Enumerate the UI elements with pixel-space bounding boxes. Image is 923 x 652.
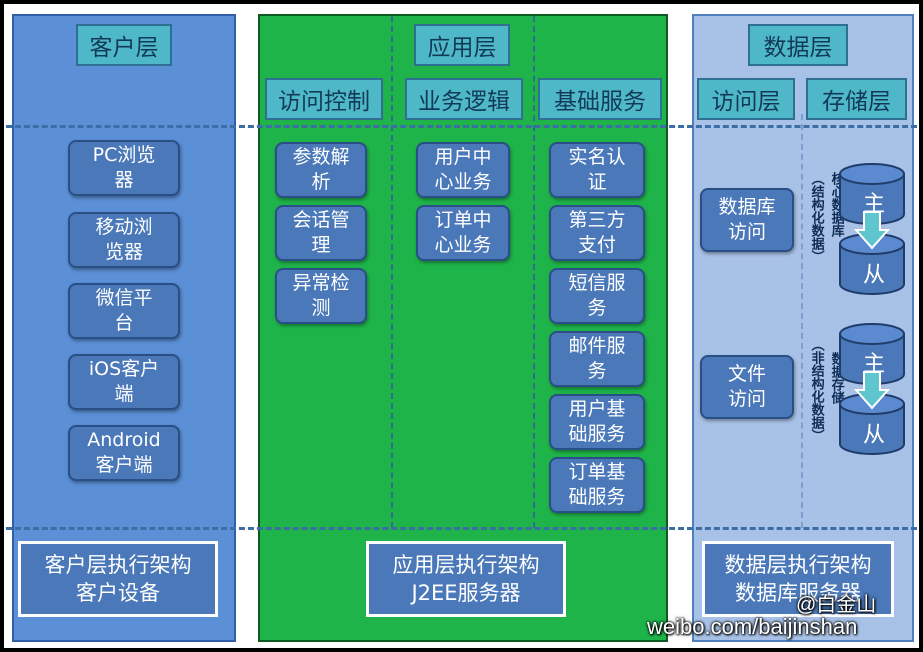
client-layer-title: 客户层	[76, 24, 172, 66]
node-line: 访问	[727, 388, 766, 410]
master-slave-db-icon	[839, 323, 905, 455]
app-section-divider	[533, 16, 535, 528]
node-line: 端	[114, 383, 134, 405]
storage-note-b: （结构化数据）	[808, 172, 824, 263]
data-section-access: 访问层	[697, 78, 795, 120]
footer-line: 客户层执行架构	[44, 552, 192, 577]
node-exception-detect: 异常检测	[275, 268, 367, 324]
client-item-ios: iOS客户端	[68, 354, 180, 410]
node-session-mgmt: 会话管理	[275, 205, 367, 261]
node-line: 移动浏	[95, 216, 153, 239]
node-line: 微信平	[95, 287, 153, 310]
node-line: 数据库	[718, 196, 776, 219]
node-line: iOS客户	[88, 358, 160, 381]
node-user-base-service: 用户基础服务	[549, 394, 645, 450]
app-section-access-control: 访问控制	[265, 78, 383, 120]
node-order-base-service: 订单基础服务	[549, 457, 645, 513]
client-item-pc-browser: PC浏览器	[68, 140, 180, 196]
node-line: 客户端	[95, 454, 153, 476]
node-line: 心业务	[434, 234, 492, 256]
node-line: 订单中	[434, 209, 492, 232]
header-divider-line	[6, 125, 917, 128]
node-line: 础服务	[568, 423, 626, 445]
storage-note-unstructured: （非结构化数据）	[808, 338, 824, 458]
down-arrow-icon	[853, 371, 891, 410]
node-param-parsing: 参数解析	[275, 142, 367, 198]
node-line: 测	[311, 297, 331, 319]
node-line: 用户中	[434, 146, 492, 169]
node-line: 支付	[577, 234, 616, 256]
app-layer-footer: 应用层执行架构 J2EE服务器	[366, 541, 566, 617]
data-section-divider	[801, 114, 803, 528]
node-third-party-pay: 第三方支付	[549, 205, 645, 261]
node-line: 短信服	[568, 272, 626, 295]
data-layer-footer: 数据层执行架构 数据库服务器	[702, 541, 894, 617]
master-label: 主	[863, 192, 886, 217]
node-line: 览器	[104, 241, 143, 263]
node-line: PC浏览	[92, 144, 156, 167]
node-line: 用户基	[568, 398, 626, 421]
node-line: 理	[311, 234, 331, 256]
node-line: 务	[587, 297, 607, 319]
node-line: 务	[587, 360, 607, 382]
node-line: 心业务	[434, 171, 492, 193]
footer-line: 数据层执行架构	[724, 552, 872, 577]
node-line: 访问	[727, 221, 766, 243]
footer-line: J2EE服务器	[411, 581, 521, 605]
node-line: 订单基	[568, 461, 626, 484]
node-order-center: 订单中心业务	[416, 205, 510, 261]
client-item-mobile-browser: 移动浏览器	[68, 212, 180, 268]
node-line: 第三方	[568, 209, 626, 232]
app-section-divider	[391, 16, 393, 528]
storage-note-structured: （结构化数据）	[808, 172, 824, 292]
client-item-wechat: 微信平台	[68, 283, 180, 339]
master-slave-db-icon	[839, 163, 905, 295]
storage-note-b: （非结构化数据）	[808, 338, 824, 442]
data-section-storage: 存储层	[806, 78, 907, 120]
footer-line: 数据库服务器	[735, 581, 861, 605]
node-file-access: 文件访问	[700, 355, 794, 419]
master-label: 主	[863, 352, 886, 377]
app-layer-title: 应用层	[414, 24, 510, 66]
app-section-base-services: 基础服务	[538, 78, 662, 120]
node-line: 础服务	[568, 486, 626, 508]
node-line: 实名认	[568, 146, 626, 169]
footer-line: 应用层执行架构	[392, 552, 540, 577]
node-line: Android	[87, 429, 161, 452]
node-line: 台	[114, 312, 134, 334]
node-line: 析	[311, 171, 331, 193]
node-real-name-auth: 实名认证	[549, 142, 645, 198]
node-line: 文件	[727, 363, 766, 386]
footer-divider-line	[6, 527, 917, 530]
slave-label: 从	[863, 263, 886, 288]
node-line: 器	[114, 169, 134, 191]
app-section-business-logic: 业务逻辑	[405, 78, 523, 120]
down-arrow-icon	[853, 211, 891, 250]
master-cylinder-icon	[839, 163, 905, 225]
watermark-url: weibo.com/baijinshan	[647, 614, 858, 639]
node-line: 参数解	[292, 146, 350, 169]
watermark-handle: @白金山	[796, 594, 877, 616]
node-user-center: 用户中心业务	[416, 142, 510, 198]
slave-label: 从	[863, 423, 886, 448]
data-layer-title: 数据层	[748, 24, 848, 66]
node-sms-service: 短信服务	[549, 268, 645, 324]
node-line: 证	[587, 171, 607, 193]
node-line: 异常检	[292, 272, 350, 295]
node-line: 邮件服	[568, 335, 626, 358]
client-layer-footer: 客户层执行架构 客户设备	[18, 541, 218, 617]
node-db-access: 数据库访问	[700, 188, 794, 252]
node-mail-service: 邮件服务	[549, 331, 645, 387]
node-line: 会话管	[292, 209, 350, 232]
footer-line: 客户设备	[76, 581, 160, 605]
